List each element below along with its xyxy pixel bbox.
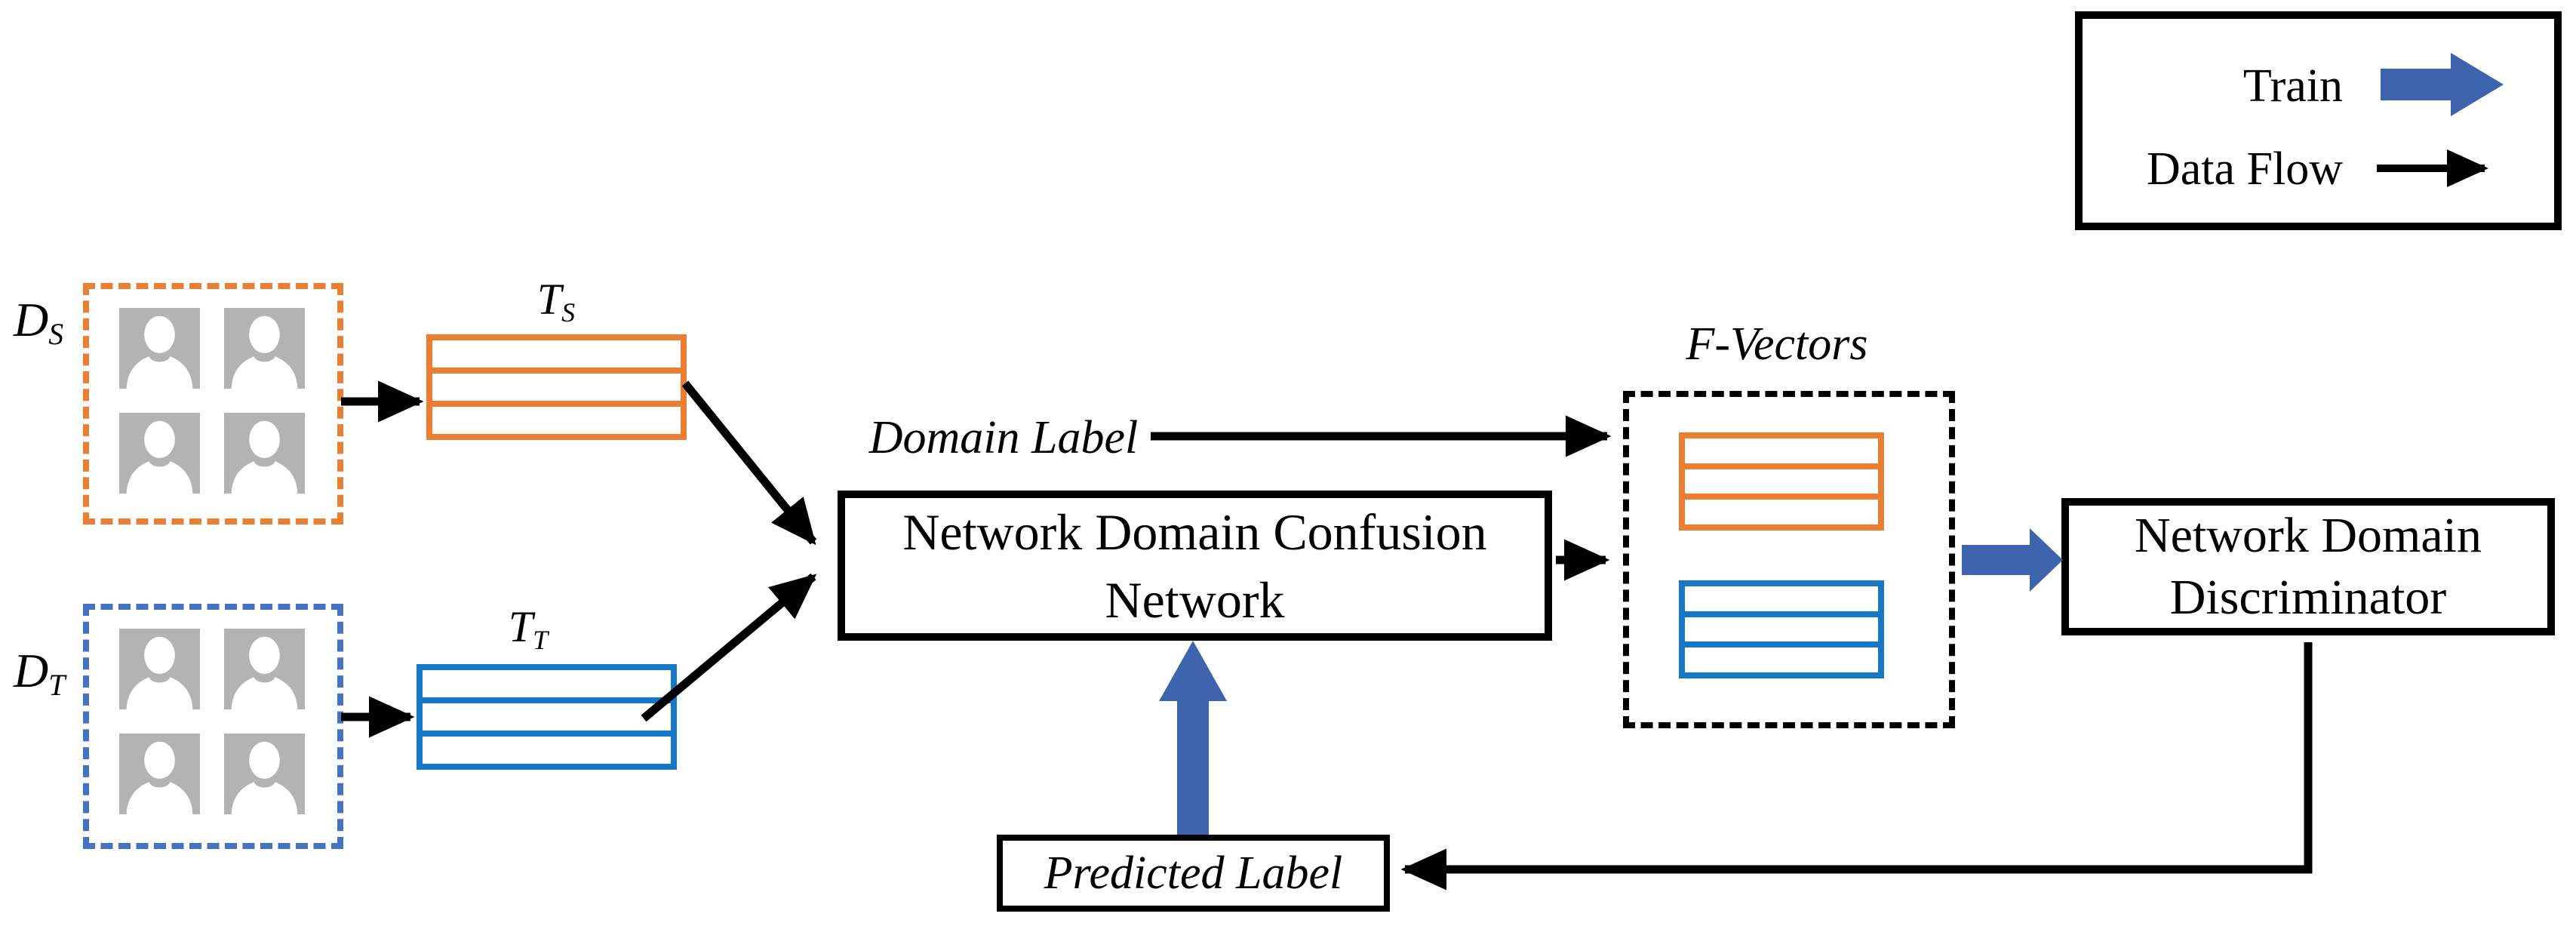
- person-icon: [119, 629, 200, 709]
- target-face-grid: [119, 629, 305, 814]
- source-domain-label: DS: [14, 293, 64, 352]
- stack-row: [432, 340, 681, 368]
- person-icon: [224, 413, 305, 494]
- legend-box: [2075, 11, 2562, 230]
- train-arrow-predicted-to-confusion: [1159, 641, 1227, 835]
- stack-row: [432, 401, 681, 434]
- person-icon: [119, 413, 200, 494]
- person-icon: [119, 734, 200, 814]
- stack-row: [423, 670, 671, 697]
- stack-row: [1685, 586, 1878, 611]
- discriminator-line2: Discriminator: [2169, 570, 2447, 625]
- source-face-grid: [119, 308, 305, 494]
- person-icon: [224, 734, 305, 814]
- stack-row: [1685, 438, 1878, 463]
- source-template-stack: [426, 334, 687, 440]
- stack-row: [1685, 641, 1878, 673]
- stack-row: [423, 731, 671, 764]
- source-feature-stack: [1679, 432, 1884, 531]
- predicted-label-box: Predicted Label: [997, 835, 1390, 912]
- legend-train-label: Train: [2242, 60, 2343, 112]
- train-arrow-fvectors-to-discriminator: [1962, 528, 2063, 592]
- person-icon: [119, 308, 200, 389]
- f-vectors-label: F-Vectors: [1686, 318, 1868, 370]
- stack-row: [423, 697, 671, 731]
- domain-label-text: Domain Label: [868, 412, 1139, 463]
- target-templates-label: TT: [508, 602, 549, 656]
- stack-row: [1685, 463, 1878, 494]
- discriminator-line1: Network Domain: [2134, 508, 2482, 563]
- confusion-network-line2: Network: [1105, 571, 1285, 629]
- person-icon: [224, 629, 305, 709]
- target-domain-box: [83, 604, 343, 849]
- target-domain-label: DT: [14, 644, 66, 703]
- confusion-network-box: Network Domain Confusion Network: [838, 491, 1552, 641]
- predicted-label-text: Predicted Label: [1044, 847, 1343, 899]
- legend-data-flow-label: Data Flow: [2146, 143, 2343, 195]
- stack-row: [1685, 494, 1878, 525]
- person-icon: [224, 308, 305, 389]
- source-domain-box: [83, 283, 343, 524]
- stack-row: [1685, 611, 1878, 642]
- stack-row: [432, 368, 681, 401]
- target-template-stack: [417, 664, 677, 770]
- confusion-network-line1: Network Domain Confusion: [902, 503, 1487, 561]
- source-templates-label: TS: [536, 275, 576, 328]
- target-feature-stack: [1679, 580, 1884, 678]
- arrow-ts-to-confusion: [681, 380, 817, 546]
- discriminator-box: Network Domain Discriminator: [2061, 498, 2555, 635]
